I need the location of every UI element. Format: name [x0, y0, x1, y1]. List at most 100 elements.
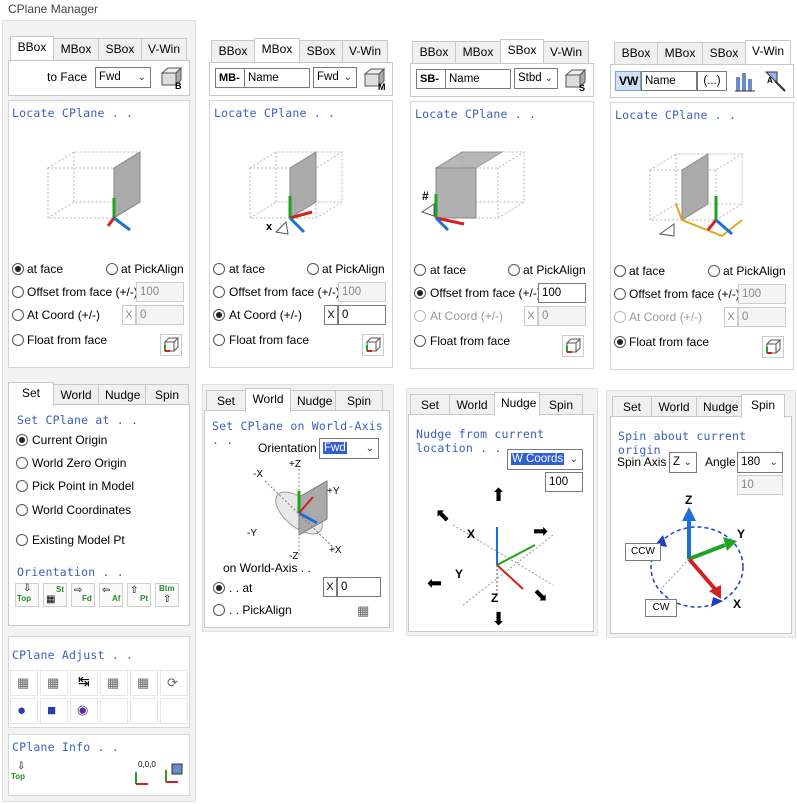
tab-sbox[interactable]: SBox	[299, 40, 343, 62]
nudge-minus-x-button[interactable]: ⬉	[435, 505, 459, 527]
orient-fwd-button[interactable]: Fd⇨	[71, 583, 95, 607]
mbox-at-face-radio[interactable]	[213, 263, 225, 275]
tab-mbox[interactable]: MBox	[455, 41, 501, 63]
sbox-name-input[interactable]: Name	[445, 69, 511, 89]
tab-bbox[interactable]: BBox	[10, 36, 54, 60]
adjust-button-8[interactable]: ■	[40, 698, 68, 724]
tab-world[interactable]: World	[651, 396, 697, 418]
world-pickalign-radio[interactable]	[213, 604, 225, 616]
vwin-offset-input[interactable]: 100	[738, 284, 786, 304]
orient-stbd-button[interactable]: St▦	[43, 583, 67, 607]
tab-vwin[interactable]: V-Win	[342, 40, 388, 62]
adjust-button-4[interactable]: ▦	[100, 670, 128, 696]
tab-sbox[interactable]: SBox	[702, 42, 746, 64]
tab-bbox[interactable]: BBox	[211, 40, 255, 62]
spin-sub-input[interactable]: 10	[737, 475, 783, 495]
vwin-float-radio[interactable]	[614, 336, 626, 348]
nudge-up-button[interactable]: ⬆	[489, 485, 509, 507]
vwin-float-cube-icon[interactable]	[762, 336, 784, 358]
mbox-float-radio[interactable]	[213, 334, 225, 346]
orient-btm-button[interactable]: Btm⇧	[155, 583, 179, 607]
set-existing-pt-radio[interactable]	[16, 534, 28, 546]
vwin-bars-icon[interactable]	[733, 69, 757, 93]
tab-world[interactable]: World	[53, 384, 99, 406]
sbox-at-coord-radio[interactable]	[414, 310, 426, 322]
mbox-offset-radio[interactable]	[213, 286, 225, 298]
vwin-browse-button[interactable]: (...)	[697, 71, 727, 91]
tab-bbox[interactable]: BBox	[412, 41, 456, 63]
orient-top-button[interactable]: Top⇩	[15, 583, 39, 607]
tab-nudge[interactable]: Nudge	[696, 396, 742, 418]
bbox-float-cube-icon[interactable]	[160, 334, 182, 356]
mbox-cplane-icon[interactable]: M	[362, 66, 388, 92]
tab-nudge[interactable]: Nudge	[290, 390, 336, 412]
vwin-pick-icon[interactable]: A	[763, 69, 789, 93]
adjust-button-7[interactable]: ●	[10, 698, 38, 724]
vwin-at-pickalign-radio[interactable]	[708, 265, 720, 277]
bbox-cplane-icon[interactable]: B	[159, 65, 185, 91]
bbox-at-pickalign-radio[interactable]	[106, 263, 118, 275]
info-origin-button[interactable]: 0,0,0	[132, 760, 160, 785]
world-at-radio[interactable]	[213, 582, 225, 594]
mbox-name-input[interactable]: Name	[244, 68, 310, 88]
bbox-offset-input[interactable]: 100	[136, 282, 184, 302]
nudge-down-button[interactable]: ⬇	[489, 609, 509, 631]
tab-vwin[interactable]: V-Win	[141, 38, 187, 60]
sbox-offset-radio[interactable]	[414, 287, 426, 299]
sbox-offset-input[interactable]: 100	[538, 283, 586, 303]
bbox-coord-input[interactable]: 0	[136, 305, 184, 325]
adjust-button-2[interactable]: ▦	[40, 670, 68, 696]
tab-sbox[interactable]: SBox	[98, 38, 142, 60]
tab-mbox[interactable]: MBox	[657, 42, 703, 64]
bbox-offset-radio[interactable]	[12, 286, 24, 298]
tab-spin[interactable]: Spin	[539, 394, 583, 416]
set-world-zero-radio[interactable]	[16, 457, 28, 469]
tab-vwin[interactable]: V-Win	[745, 40, 791, 64]
adjust-button-9[interactable]: ◉	[70, 698, 98, 724]
sbox-float-cube-icon[interactable]	[562, 335, 584, 357]
nudge-plus-x-button[interactable]: ⬊	[533, 585, 557, 607]
tab-set[interactable]: Set	[206, 390, 246, 412]
set-world-coords-radio[interactable]	[16, 504, 28, 516]
tab-set[interactable]: Set	[410, 394, 450, 416]
tab-set[interactable]: Set	[8, 382, 54, 406]
sbox-float-radio[interactable]	[414, 335, 426, 347]
world-x-input[interactable]: 0	[337, 577, 381, 597]
mbox-float-cube-icon[interactable]	[362, 334, 384, 356]
tab-mbox[interactable]: MBox	[53, 38, 99, 60]
tab-mbox[interactable]: MBox	[254, 38, 300, 62]
spin-angle-select[interactable]: 180⌄	[737, 452, 783, 473]
spin-axis-select[interactable]: Z⌄	[669, 452, 697, 473]
adjust-button-3[interactable]: ↹	[70, 670, 98, 696]
bbox-at-coord-radio[interactable]	[12, 309, 24, 321]
adjust-button-5[interactable]: ▦	[130, 670, 158, 696]
mbox-at-coord-radio[interactable]	[213, 309, 225, 321]
tab-sbox[interactable]: SBox	[500, 39, 544, 63]
vwin-at-face-radio[interactable]	[614, 265, 626, 277]
nudge-amount-input[interactable]: 100	[545, 472, 583, 492]
vwin-coord-input[interactable]: 0	[738, 307, 786, 327]
tab-set[interactable]: Set	[612, 396, 652, 418]
mbox-offset-input[interactable]: 100	[338, 282, 386, 302]
mbox-face-select[interactable]: Fwd⌄	[313, 67, 357, 88]
adjust-button-6[interactable]: ⟳	[160, 670, 188, 696]
vwin-at-coord-radio[interactable]	[614, 311, 626, 323]
sbox-coord-input[interactable]: 0	[538, 306, 586, 326]
bbox-at-face-radio[interactable]	[12, 263, 24, 275]
spin-ccw-button[interactable]: CCW	[625, 543, 661, 561]
adjust-button-1[interactable]: ▦	[10, 670, 38, 696]
spin-cw-button[interactable]: CW	[645, 599, 677, 617]
tab-spin[interactable]: Spin	[335, 390, 383, 412]
nudge-coords-select[interactable]: W Coords⌄	[507, 449, 583, 470]
vwin-offset-radio[interactable]	[614, 288, 626, 300]
info-pick-button[interactable]	[162, 760, 186, 784]
tab-nudge[interactable]: Nudge	[98, 384, 146, 406]
orient-port-button[interactable]: Pt⇧	[127, 583, 151, 607]
tab-vwin[interactable]: V-Win	[543, 41, 589, 63]
world-orientation-select[interactable]: Fwd⌄	[319, 438, 379, 459]
sbox-at-pickalign-radio[interactable]	[508, 264, 520, 276]
set-current-origin-radio[interactable]	[16, 434, 28, 446]
mbox-at-pickalign-radio[interactable]	[307, 263, 319, 275]
sbox-cplane-icon[interactable]: S	[563, 67, 589, 93]
bbox-face-select[interactable]: Fwd⌄	[95, 67, 151, 88]
